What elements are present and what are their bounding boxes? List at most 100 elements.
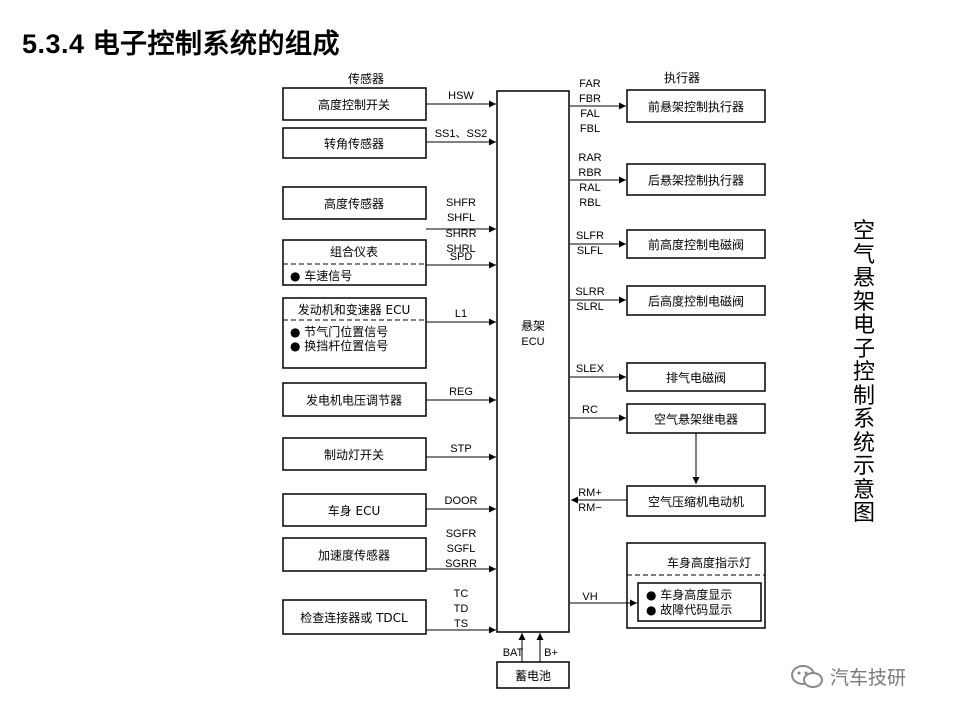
sensor-sub-label: ● 节气门位置信号: [290, 324, 388, 339]
actuator-7: 车身高度指示灯 ● 车身高度显示● 故障代码显示 VH: [570, 542, 766, 629]
sensor-signal: REG: [449, 386, 473, 398]
actuator-box: [626, 89, 766, 123]
sensor-label: 高度传感器: [324, 196, 384, 211]
sensor-signal: SGRR: [445, 558, 477, 570]
sensor-layer: 高度控制开关 HSW 转角传感器 SS1、SS2 高度传感器 SHFR SHFL SHRR SH…: [282, 87, 496, 635]
sensor-box: [282, 127, 427, 159]
sensor-signal: L1: [455, 308, 467, 320]
side-caption-char: 气: [852, 242, 875, 268]
sensor-sub-label: ● 车速信号: [290, 268, 352, 283]
side-caption-char: 控: [852, 360, 875, 385]
sensor-1: 转角传感器 SS1、SS2: [282, 127, 496, 159]
actuator-label: 后悬架控制执行器: [648, 174, 744, 188]
actuator-label: 空气压缩机电动机: [648, 494, 744, 509]
actuator-signal: RBR: [578, 167, 601, 179]
side-caption-char: 系: [852, 407, 875, 432]
actuator-signal: RM+: [578, 487, 602, 499]
actuator-box: [626, 403, 766, 434]
actuator-1: 后悬架控制执行器 RAR RBR RAL RBL: [570, 152, 766, 209]
side-caption-char: 图: [852, 501, 875, 526]
sensor-signal: SPD: [450, 251, 473, 263]
actuator-signal: SLRL: [576, 301, 604, 313]
sensor-signal: TS: [454, 618, 468, 630]
actuator-signal: FAL: [580, 108, 600, 120]
actuator-signal: RBL: [579, 197, 600, 209]
sensor-box: [282, 599, 427, 635]
sensor-label: 转角传感器: [324, 136, 384, 151]
actuator-label: 车身高度指示灯: [667, 555, 751, 570]
side-caption-char: 统: [852, 430, 875, 456]
sensor-signal: SGFL: [447, 543, 476, 555]
sensor-signal: SS1、SS2: [435, 128, 488, 140]
sensor-box: [282, 87, 427, 121]
battery-box: [496, 661, 570, 689]
side-caption: 空气悬架电子控制系统示意图: [849, 220, 879, 526]
actuator-signal: RAR: [578, 152, 601, 164]
sensor-label: 检查连接器或 TDCL: [300, 610, 408, 625]
sensor-7: 车身 ECU DOOR: [282, 493, 496, 527]
sensor-signal: STP: [450, 443, 471, 455]
sensor-box: [282, 437, 427, 471]
sensor-signal: DOOR: [445, 495, 478, 507]
side-caption-char: 示: [852, 454, 875, 479]
ecu-box: [496, 90, 570, 633]
actuator-label: 前高度控制电磁阀: [648, 237, 744, 252]
watermark: 汽车技研: [790, 663, 906, 690]
sensor-5: 发电机电压调节器 REG: [282, 382, 496, 417]
actuator-signal: RC: [582, 404, 598, 416]
sensor-label: 车身 ECU: [328, 503, 381, 518]
actuator-box: [626, 229, 766, 259]
sensor-sub-label: ● 换挡杆位置信号: [290, 338, 388, 353]
actuator-signal: VH: [582, 591, 597, 603]
sensor-box: [282, 239, 427, 286]
sensor-signal: TC: [454, 588, 469, 600]
side-caption-char: 架: [852, 289, 875, 315]
side-caption-char: 空: [852, 219, 875, 244]
side-caption-char: 电: [852, 313, 875, 338]
battery-bat-signal: BAT: [503, 647, 524, 659]
section-title: 电子控制系统的组成: [92, 29, 341, 60]
sensor-label: 发动机和变速器 ECU: [298, 302, 411, 317]
actuator-sub-label: ● 车身高度显示: [646, 587, 732, 602]
actuator-signal: SLRR: [575, 286, 604, 298]
actuator-box: [626, 362, 766, 392]
actuators-header: 执行器: [664, 71, 700, 85]
sensor-signal: SHRR: [445, 228, 476, 240]
sensor-4: 发动机和变速器 ECU ● 节气门位置信号● 换挡杆位置信号 L1: [282, 297, 496, 369]
actuator-signal: FBR: [579, 93, 601, 105]
sensor-signal: SHFL: [447, 212, 475, 224]
actuator-label: 空气悬架继电器: [654, 412, 738, 427]
side-caption-char: 意: [852, 477, 875, 503]
wechat-icon: [791, 664, 823, 688]
sensor-signal: HSW: [448, 90, 474, 102]
sensors-header: 传感器: [348, 71, 384, 86]
battery-b-signal: B+: [544, 647, 558, 659]
indicator-subbox: [637, 582, 762, 622]
sensor-label: 发电机电压调节器: [306, 393, 402, 408]
actuator-box: [626, 163, 766, 196]
sensor-signal: SHFR: [446, 197, 476, 209]
actuator-layer: 前悬架控制执行器FARFBRFALFBL后悬架控制执行器RARRBRRALRBL…: [570, 78, 766, 629]
actuator-box: [626, 485, 766, 517]
sensor-signal: SHRL: [446, 243, 475, 255]
watermark-text: 汽车技研: [830, 667, 907, 689]
sensor-label: 高度控制开关: [318, 97, 390, 112]
ecu-label-line2: ECU: [521, 336, 544, 348]
actuator-signal: SLFL: [577, 245, 603, 257]
sensor-0: 高度控制开关 HSW: [282, 87, 496, 121]
actuator-sub-label: ● 故障代码显示: [646, 602, 732, 617]
actuator-signal: SLEX: [576, 363, 605, 375]
sensor-2: 高度传感器 SHFR SHFL SHRR SHRL: [282, 186, 496, 255]
sensor-box: [282, 297, 427, 369]
actuator-box: [626, 285, 766, 316]
actuator-signal: RAL: [579, 182, 600, 194]
sensor-label: 加速度传感器: [318, 548, 390, 563]
